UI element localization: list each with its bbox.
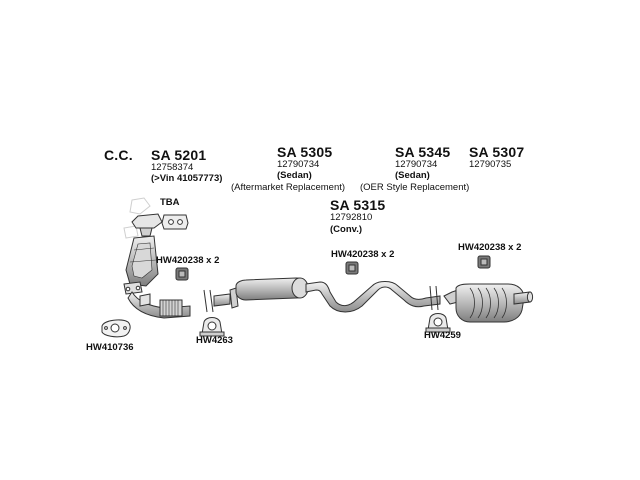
tba-label: TBA — [160, 197, 180, 208]
tba-bracket — [161, 214, 189, 230]
faded-bracket-outline — [123, 197, 151, 239]
assembly-number-sa5345: 12790734 — [395, 159, 438, 170]
joint-break-front — [203, 289, 214, 313]
hanger-front-label: HW420238 x 2 — [156, 255, 220, 266]
assembly-note-sa5345: (OER Style Replacement) — [360, 182, 470, 193]
assembly-number-sa5315: 12792810 — [330, 212, 373, 223]
assembly-code-sa5315: SA 5315 — [330, 197, 386, 213]
assembly-number-sa5307: 12790735 — [469, 159, 512, 170]
joint-break-rear — [429, 285, 439, 311]
assembly-note-sa5201: (>Vin 41057773) — [151, 173, 223, 184]
catalytic-converter — [123, 213, 163, 295]
clamp-front-label: HW4263 — [196, 335, 233, 346]
assembly-code-sa5201: SA 5201 — [151, 147, 207, 163]
clamp-rear-label: HW4259 — [424, 330, 461, 341]
clamp-front-icon — [199, 317, 225, 337]
assembly-variant-sa5305: (Sedan) — [277, 170, 312, 181]
front-hanger-icon — [175, 267, 189, 281]
assembly-code-sa5307: SA 5307 — [469, 144, 525, 160]
gasket-icon — [101, 319, 131, 338]
assembly-number-sa5305: 12790734 — [277, 159, 320, 170]
cc-label: C.C. — [104, 147, 133, 163]
hanger-rear-label: HW420238 x 2 — [458, 242, 522, 253]
gasket-label: HW410736 — [86, 342, 134, 353]
assembly-number-sa5201: 12758374 — [151, 162, 194, 173]
clamp-rear-icon — [425, 313, 451, 333]
front-pipe — [127, 291, 191, 319]
rear-hanger-icon — [477, 255, 491, 269]
assembly-variant-sa5315: (Conv.) — [330, 224, 363, 235]
assembly-variant-sa5345: (Sedan) — [395, 170, 430, 181]
assembly-note-sa5305: (Aftermarket Replacement) — [231, 182, 346, 193]
hanger-mid-label: HW420238 x 2 — [331, 249, 395, 260]
rear-muffler — [443, 283, 534, 323]
assembly-code-sa5305: SA 5305 — [277, 144, 333, 160]
mid-hanger-icon — [345, 261, 359, 275]
intermediate-pipe — [213, 277, 441, 313]
assembly-code-sa5345: SA 5345 — [395, 144, 451, 160]
